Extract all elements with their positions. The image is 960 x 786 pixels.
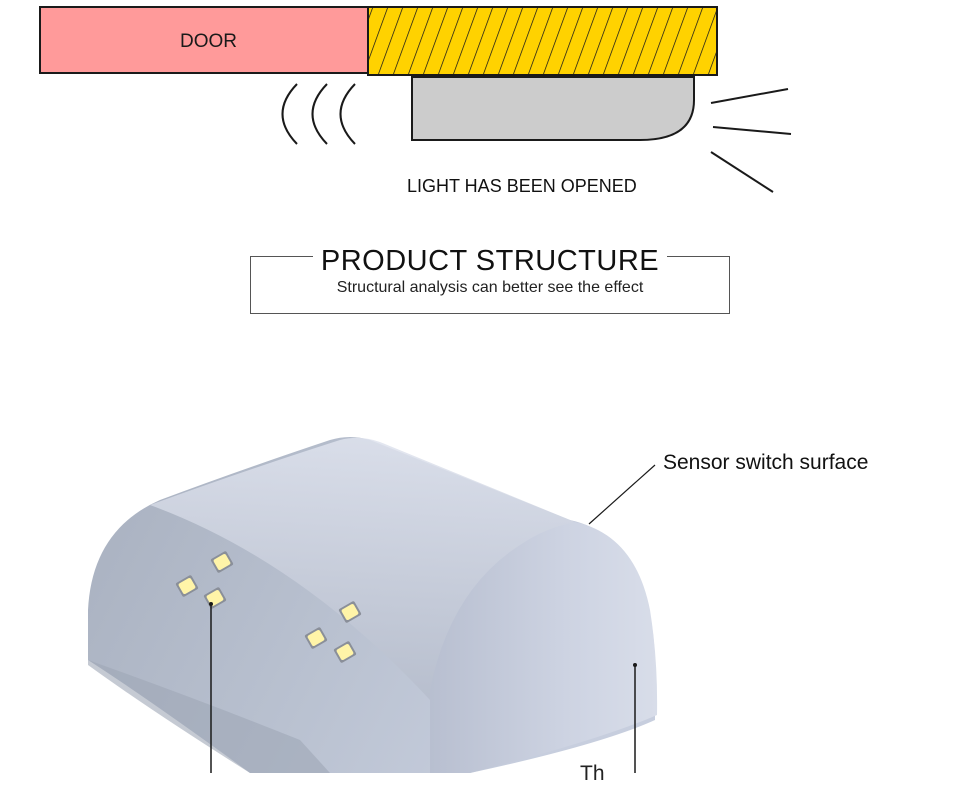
door-block — [39, 6, 369, 74]
callout-dot-bottom — [633, 663, 637, 667]
led-cluster-left — [175, 551, 234, 609]
callout-label-sensor: Sensor switch surface — [663, 451, 869, 474]
hatched-bar — [367, 6, 718, 76]
sensor-device-outline — [411, 76, 695, 141]
section-title-box: PRODUCT STRUCTURE Structural analysis ca… — [250, 245, 730, 314]
light-rays-icon — [710, 88, 792, 193]
callout-dot-led — [209, 602, 213, 606]
door-label: DOOR — [180, 31, 237, 52]
product-illustration — [88, 437, 658, 773]
callout-line-sensor — [588, 464, 656, 525]
section-heading: PRODUCT STRUCTURE — [312, 245, 668, 277]
section-subheading: Structural analysis can better see the e… — [336, 279, 644, 296]
status-caption: LIGHT HAS BEEN OPENED — [407, 176, 637, 196]
led-cluster-right — [304, 601, 362, 663]
signal-waves-icon — [281, 83, 356, 145]
callout-label-bottom: Th — [580, 762, 605, 785]
